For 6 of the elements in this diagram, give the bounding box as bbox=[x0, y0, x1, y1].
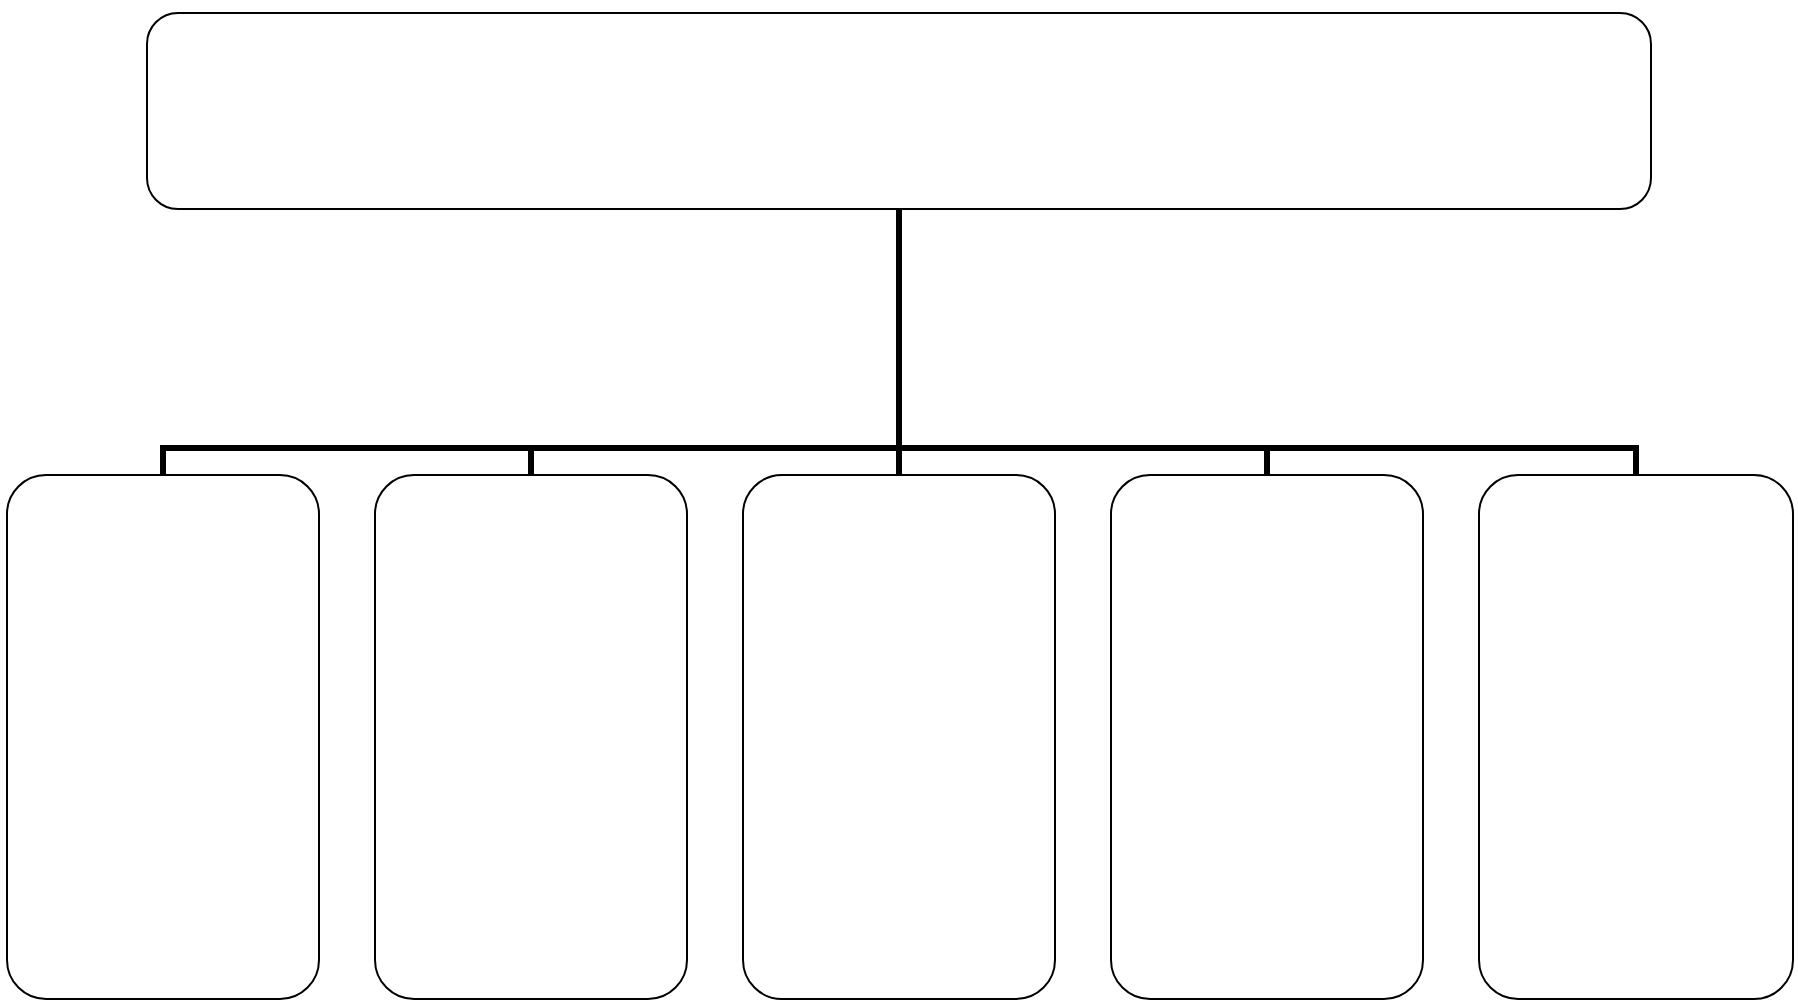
rounded-box bbox=[742, 474, 1056, 1000]
rounded-box bbox=[146, 12, 1652, 210]
rounded-box bbox=[1478, 474, 1794, 1000]
rounded-box bbox=[1110, 474, 1424, 1000]
rounded-box bbox=[6, 474, 320, 1000]
rounded-box bbox=[374, 474, 688, 1000]
